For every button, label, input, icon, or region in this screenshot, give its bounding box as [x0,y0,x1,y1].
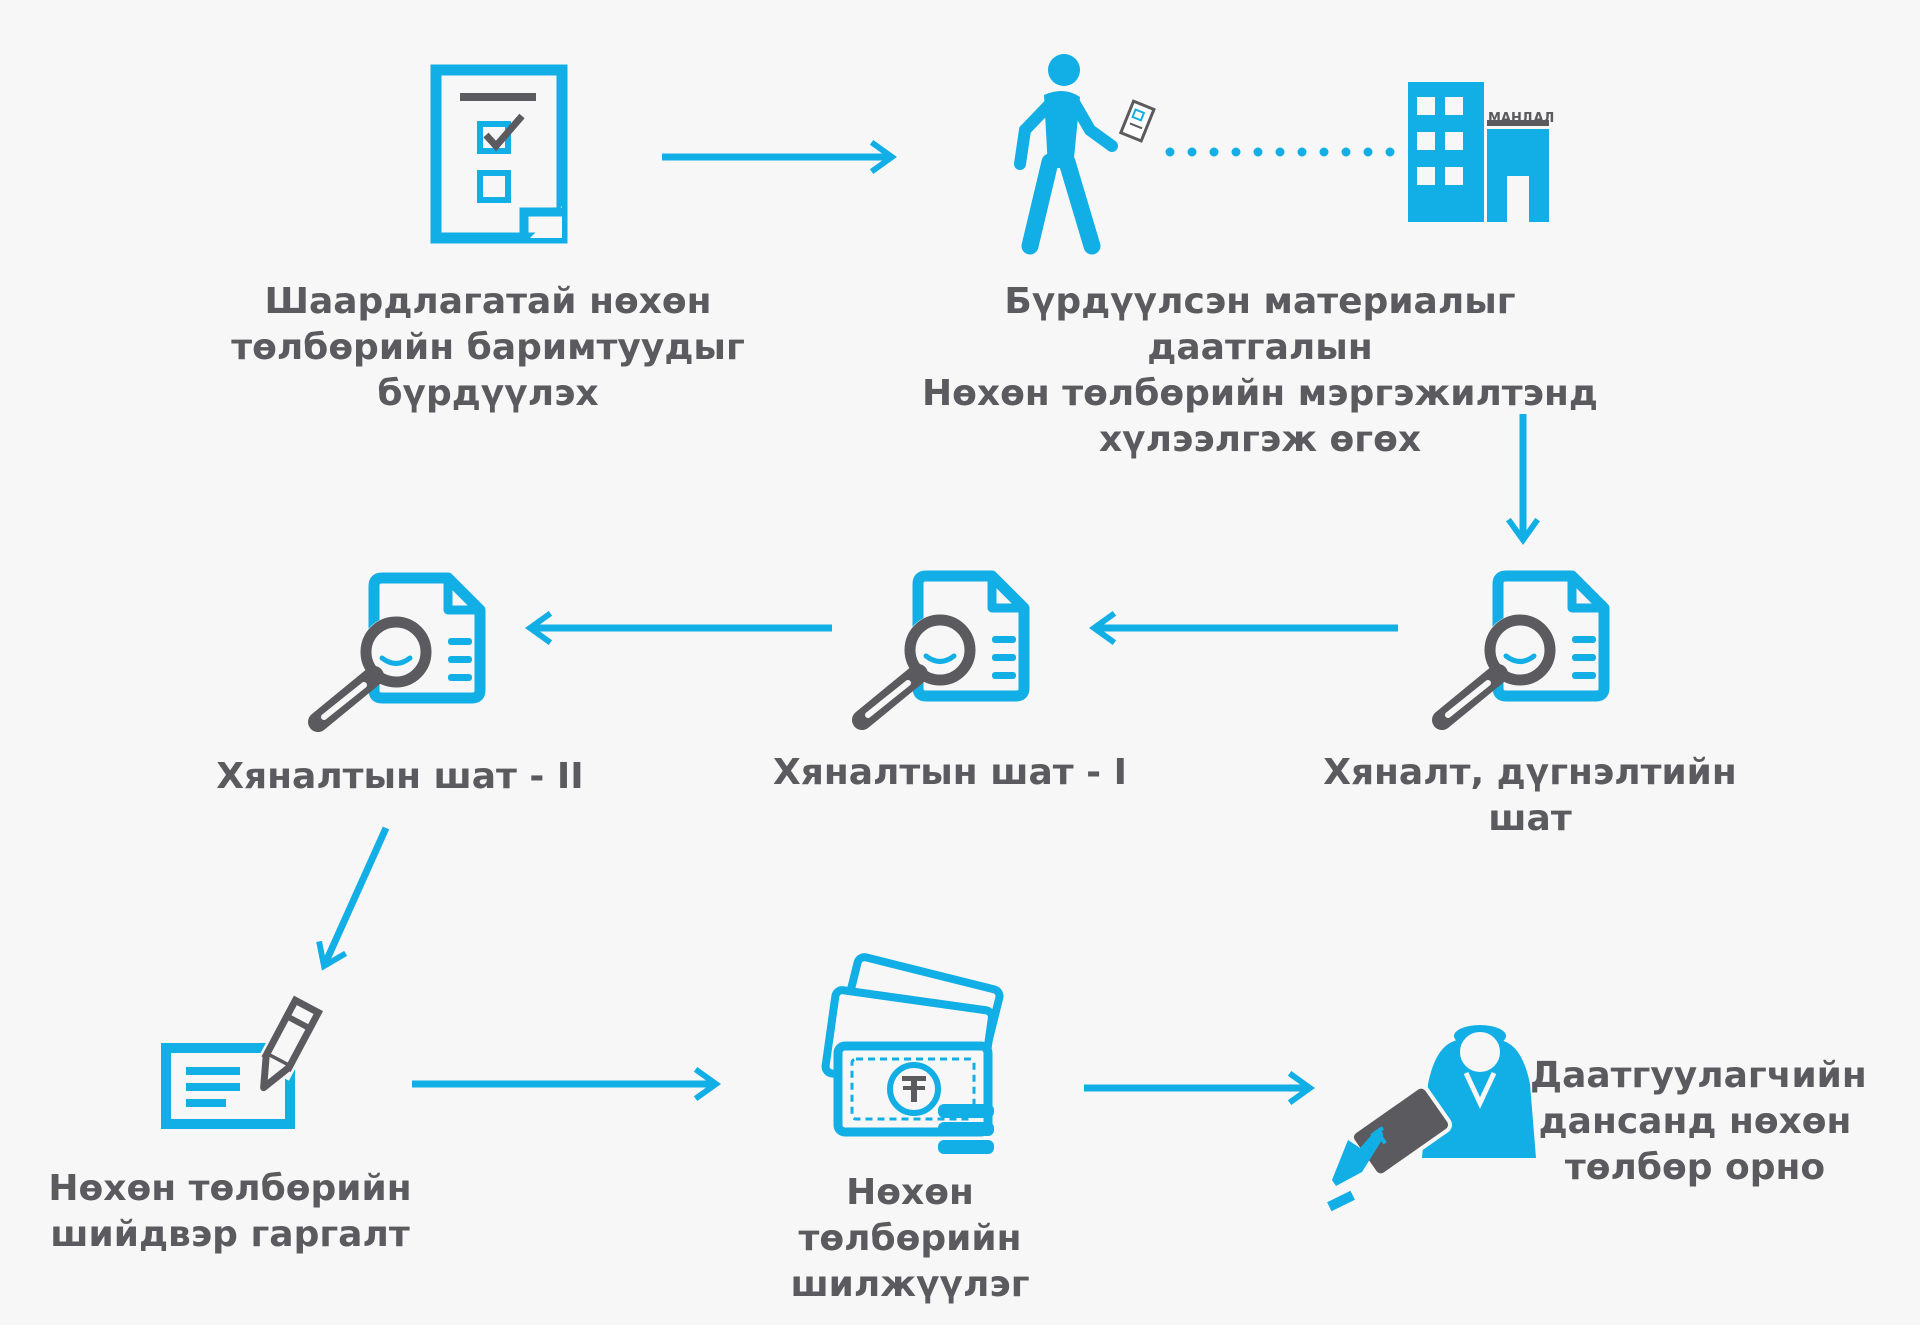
person-walking-to-office-icon: МАНДАЛ [1014,54,1554,255]
step-label-control2: Хяналтын шат - II [216,756,584,797]
process-arrows [316,140,1540,1105]
document-magnifier-icon [318,578,480,722]
step-label-submit: Бүрдүүлсэн материалыг даатгалын Нөхөн тө… [922,281,1598,460]
step-label-account: Даатгуулагчийн дансанд нөхөн төлбөр орно [1530,1055,1867,1188]
money-stack-icon [821,953,1004,1154]
step-label-decision: Нөхөн төлбөрийн шийдвэр гаргалт [48,1168,412,1255]
customer-card-icon [1327,1025,1536,1212]
document-magnifier-icon [862,576,1024,720]
signing-pen-icon [161,992,327,1129]
step-label-review: Хяналт, дүгнэлтийн шат [1323,752,1737,839]
step-label-collect: Шаардлагатай нөхөн төлбөрийн баримтуудыг… [231,281,745,414]
arrow-control2-to-decision [316,826,390,971]
building-sign: МАНДАЛ [1488,111,1554,126]
step-label-transfer: Нөхөн төлбөрийн шилжүүлэг [790,1172,1030,1305]
step-label-control1: Хяналтын шат - I [772,752,1128,793]
checklist-document-icon [430,64,568,244]
document-magnifier-icon [1442,576,1604,720]
